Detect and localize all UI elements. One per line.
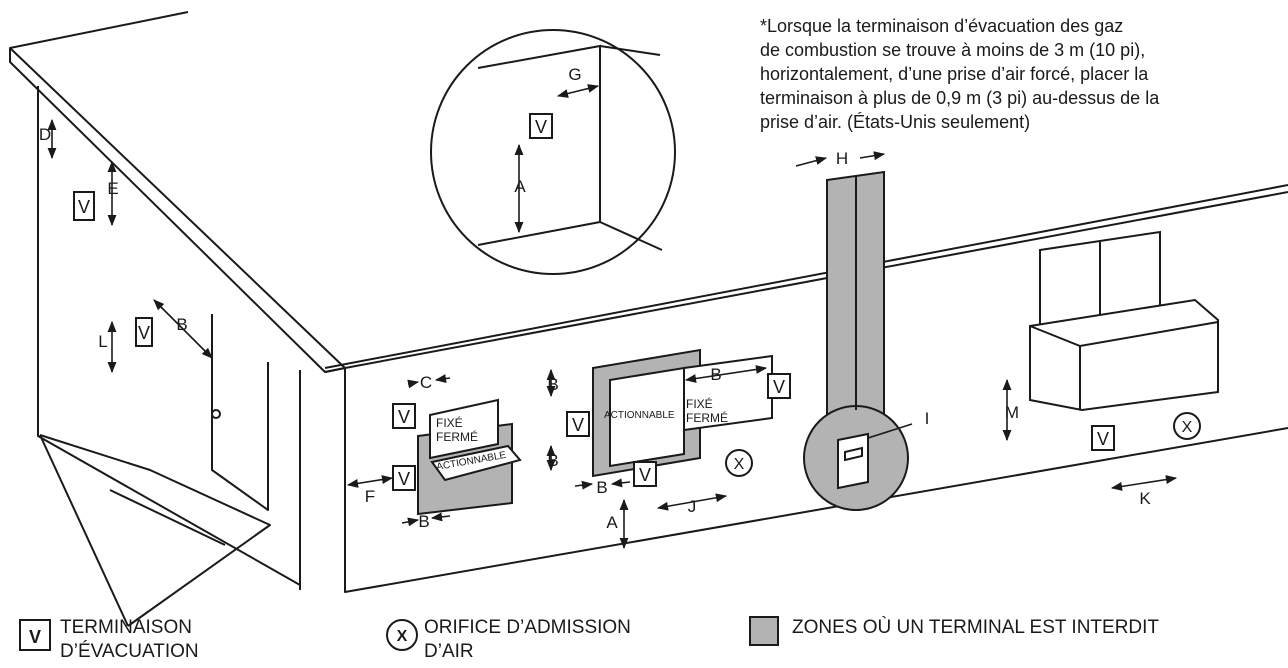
label-h: H [836, 149, 848, 168]
intake-symbol-center: X [734, 456, 745, 473]
window-center-fixed-1: FIXÉ [686, 396, 713, 411]
label-a-circle: A [514, 177, 526, 196]
window-center-operable: ACTIONNABLE [604, 410, 675, 421]
intake-symbol-right: X [1182, 419, 1193, 436]
legend-zone-label: ZONES OÙ UN TERMINAL EST INTERDIT [792, 617, 1160, 638]
vent-symbol-right: V [1097, 429, 1109, 449]
roof-main [324, 184, 1288, 369]
label-b-right: B [710, 365, 721, 384]
label-j: J [688, 497, 697, 516]
vent-symbol-circle: V [535, 117, 547, 137]
label-d: D [39, 125, 51, 144]
label-b-door: B [176, 315, 187, 334]
window-left-fixed-2: FERMÉ [436, 429, 478, 444]
note-line: *Lorsque la terminaison d’évacuation des… [760, 16, 1124, 36]
label-k: K [1139, 489, 1151, 508]
legend-zone: ZONES OÙ UN TERMINAL EST INTERDIT [792, 616, 1159, 640]
label-f: F [365, 487, 375, 506]
note-text: *Lorsque la terminaison d’évacuation des… [760, 14, 1280, 134]
note-line: horizontalement, d’une prise d’air forcé… [760, 64, 1149, 84]
vent-symbol-center-left: V [572, 415, 584, 435]
legend-vent-line1: TERMINAISON [60, 617, 192, 638]
label-g: G [568, 65, 581, 84]
left-wall [37, 86, 301, 586]
vent-symbol-window-left: V [398, 469, 410, 489]
label-m: M [1005, 403, 1019, 422]
front-wall [344, 368, 1288, 593]
vent-symbol-window-top: V [398, 407, 410, 427]
legend-vent: TERMINAISON D’ÉVACUATION [60, 616, 199, 664]
legend-intake-line1: ORIFICE D’ADMISSION [424, 617, 631, 638]
legend-intake-symbol: X [397, 628, 408, 645]
door [211, 314, 269, 511]
magnifier-circle [430, 29, 676, 275]
legend-vent-symbol: V [29, 627, 41, 647]
vent-symbol-upper-left: V [78, 197, 90, 217]
label-b-lower: B [418, 512, 429, 531]
window-left-fixed-1: FIXÉ [436, 415, 463, 430]
label-i: I [925, 409, 930, 428]
legend-vent-line2: D’ÉVACUATION [60, 641, 199, 662]
label-b-top: B [547, 375, 558, 394]
window-center-fixed-2: FERMÉ [686, 410, 728, 425]
vent-symbol-center-bottom: V [639, 465, 651, 485]
label-a-lower: A [606, 513, 618, 532]
label-b-center: B [596, 478, 607, 497]
label-b-bottom: B [547, 451, 558, 470]
legend-intake: ORIFICE D’ADMISSION D’AIR [424, 616, 631, 664]
legend-intake-line2: D’AIR [424, 641, 474, 662]
note-line: terminaison à plus de 0,9 m (3 pi) au-de… [760, 88, 1160, 108]
label-l: L [98, 332, 107, 351]
label-e: E [107, 179, 118, 198]
vent-symbol-door: V [138, 323, 150, 343]
roof-left [9, 11, 189, 49]
vent-symbol-center-right: V [773, 377, 785, 397]
note-line: de combustion se trouve à moins de 3 m (… [760, 40, 1146, 60]
label-c: C [420, 373, 432, 392]
note-line: prise d’air. (États-Unis seulement) [760, 112, 1031, 132]
